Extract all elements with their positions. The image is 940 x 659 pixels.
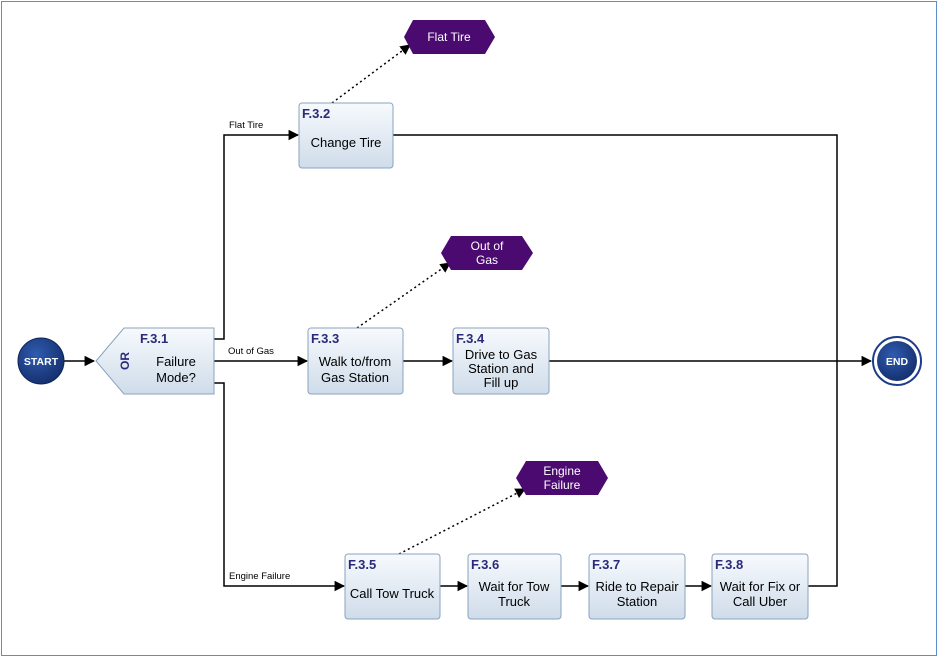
edge-decision-to-change-tire xyxy=(214,129,300,340)
branch-label-engine-failure: Engine Failure xyxy=(229,571,290,582)
start-label: START xyxy=(24,356,59,368)
function-label-line: Call Uber xyxy=(733,594,788,609)
decision-label-line-2: Mode? xyxy=(156,370,196,385)
event-flat-tire: Flat Tire xyxy=(404,20,495,54)
edge-wait-fix-to-end xyxy=(808,361,838,587)
event-label-line: Gas xyxy=(476,253,498,267)
edge-decision-to-call-tow xyxy=(214,382,346,592)
event-label-line: Out of xyxy=(471,239,504,253)
function-id: F.3.4 xyxy=(456,331,485,346)
function-label-line: Walk to/from xyxy=(319,354,391,369)
function-label-line: Call Tow Truck xyxy=(350,586,435,601)
event-label-line: Engine xyxy=(543,464,581,478)
function-label-line: Truck xyxy=(498,594,531,609)
decision-label-line-1: Failure xyxy=(156,354,196,369)
function-label-line: Station xyxy=(617,594,657,609)
function-id: F.3.7 xyxy=(592,557,620,572)
trigger-flat-tire xyxy=(331,44,411,104)
decision-id: F.3.1 xyxy=(140,331,168,346)
or-gate-label: OR xyxy=(118,352,132,370)
function-label-line: Wait for Tow xyxy=(479,579,550,594)
function-label-line: Station and xyxy=(468,361,534,376)
event-out-of-gas: Out of Gas xyxy=(441,236,533,270)
decision-node-f-3-1: F.3.1 OR Failure Mode? xyxy=(95,327,215,395)
function-label-line: Gas Station xyxy=(321,370,389,385)
function-id: F.3.5 xyxy=(348,557,376,572)
trigger-out-of-gas xyxy=(356,262,451,329)
event-label-line: Failure xyxy=(544,478,581,492)
function-id: F.3.2 xyxy=(302,106,330,121)
function-box-f-3-6: F.3.6 Wait for Tow Truck xyxy=(467,553,562,620)
event-engine-failure: Engine Failure xyxy=(516,461,608,495)
edge-change-tire-to-end xyxy=(393,134,838,361)
function-box-f-3-2: F.3.2 Change Tire xyxy=(298,102,394,169)
branch-label-flat-tire: Flat Tire xyxy=(229,120,263,131)
function-id: F.3.3 xyxy=(311,331,339,346)
function-label-line: Wait for Fix or xyxy=(720,579,801,594)
start-node: START xyxy=(17,337,65,385)
function-label-line: Change Tire xyxy=(311,135,382,150)
end-label: END xyxy=(886,356,909,368)
function-label-line: Fill up xyxy=(484,375,519,390)
function-id: F.3.8 xyxy=(715,557,743,572)
function-box-f-3-3: F.3.3 Walk to/from Gas Station xyxy=(307,327,404,395)
event-label-line: Flat Tire xyxy=(427,30,471,44)
function-id: F.3.6 xyxy=(471,557,499,572)
branch-label-out-of-gas: Out of Gas xyxy=(228,346,274,357)
function-box-f-3-8: F.3.8 Wait for Fix or Call Uber xyxy=(711,553,809,620)
end-node: END xyxy=(872,336,922,386)
function-label-line: Ride to Repair xyxy=(595,579,679,594)
function-box-f-3-7: F.3.7 Ride to Repair Station xyxy=(588,553,686,620)
trigger-engine-failure xyxy=(398,488,526,555)
function-box-f-3-5: F.3.5 Call Tow Truck xyxy=(344,553,441,620)
function-label-line: Drive to Gas xyxy=(465,347,538,362)
function-box-f-3-4: F.3.4 Drive to Gas Station and Fill up xyxy=(452,327,550,395)
